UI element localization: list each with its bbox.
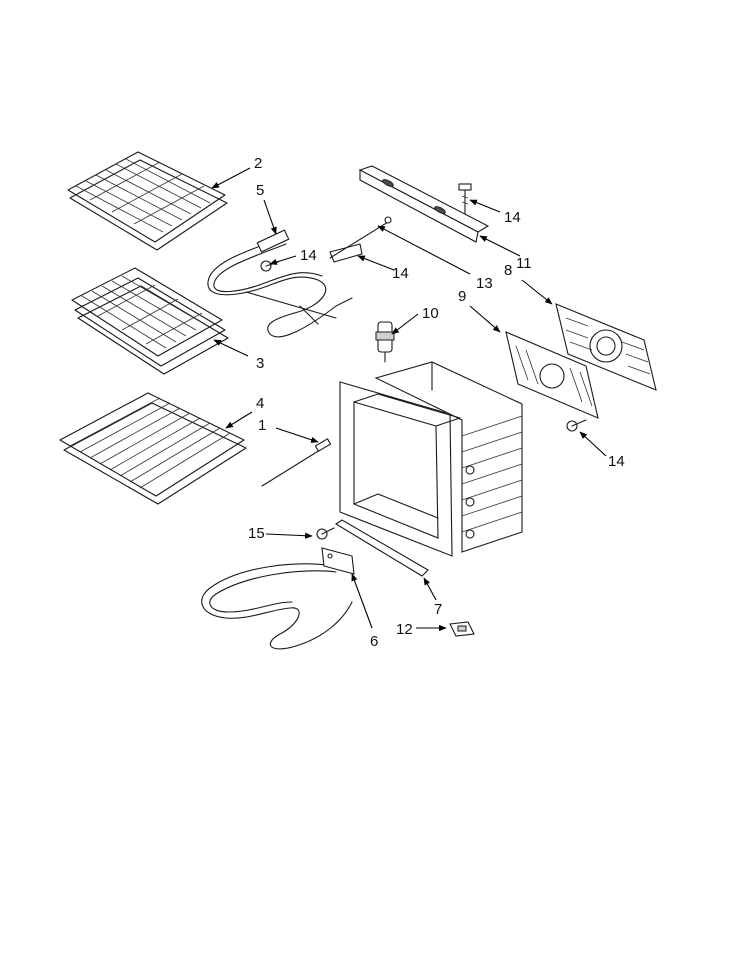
bake-element-part bbox=[201, 547, 355, 650]
meat-probe-part bbox=[261, 438, 332, 487]
callout-6: 6 bbox=[370, 633, 378, 650]
callout-14-right: 14 bbox=[608, 453, 625, 470]
callout-9: 9 bbox=[458, 288, 466, 305]
callout-13: 13 bbox=[476, 275, 493, 292]
callout-labels: 1 2 3 4 5 6 7 8 9 10 11 12 13 14 14 14 1… bbox=[248, 155, 625, 650]
clip-part bbox=[449, 621, 475, 637]
callout-14-middle: 14 bbox=[392, 265, 409, 282]
oven-cavity-part bbox=[339, 361, 523, 557]
callout-1: 1 bbox=[258, 417, 266, 434]
rack-upper-part bbox=[67, 151, 228, 251]
callout-7: 7 bbox=[434, 601, 442, 618]
leader-lines bbox=[211, 167, 607, 632]
callout-4: 4 bbox=[256, 395, 264, 412]
rack-lower-part bbox=[59, 392, 247, 505]
callout-14-top: 14 bbox=[504, 209, 521, 226]
callout-15: 15 bbox=[248, 525, 265, 542]
broil-element-part bbox=[207, 229, 353, 338]
rack-roller-part bbox=[71, 267, 229, 375]
callout-10: 10 bbox=[422, 305, 439, 322]
callout-11: 11 bbox=[516, 255, 532, 272]
screw-bake-part bbox=[316, 527, 335, 540]
tube-part bbox=[334, 519, 429, 577]
callout-5: 5 bbox=[256, 182, 264, 199]
callout-2: 2 bbox=[254, 155, 262, 172]
fan-baffle-part bbox=[505, 331, 599, 419]
callout-8: 8 bbox=[504, 262, 512, 279]
callout-14-left: 14 bbox=[300, 247, 317, 264]
screw-top-part bbox=[458, 183, 472, 215]
callout-12: 12 bbox=[396, 621, 413, 638]
screw-right-part bbox=[566, 419, 587, 432]
callout-3: 3 bbox=[256, 355, 264, 372]
temp-sensor-part bbox=[375, 321, 395, 363]
vent-trim-part bbox=[358, 165, 490, 243]
fan-panel-part bbox=[555, 303, 657, 391]
sensor-probe-part bbox=[329, 216, 392, 263]
